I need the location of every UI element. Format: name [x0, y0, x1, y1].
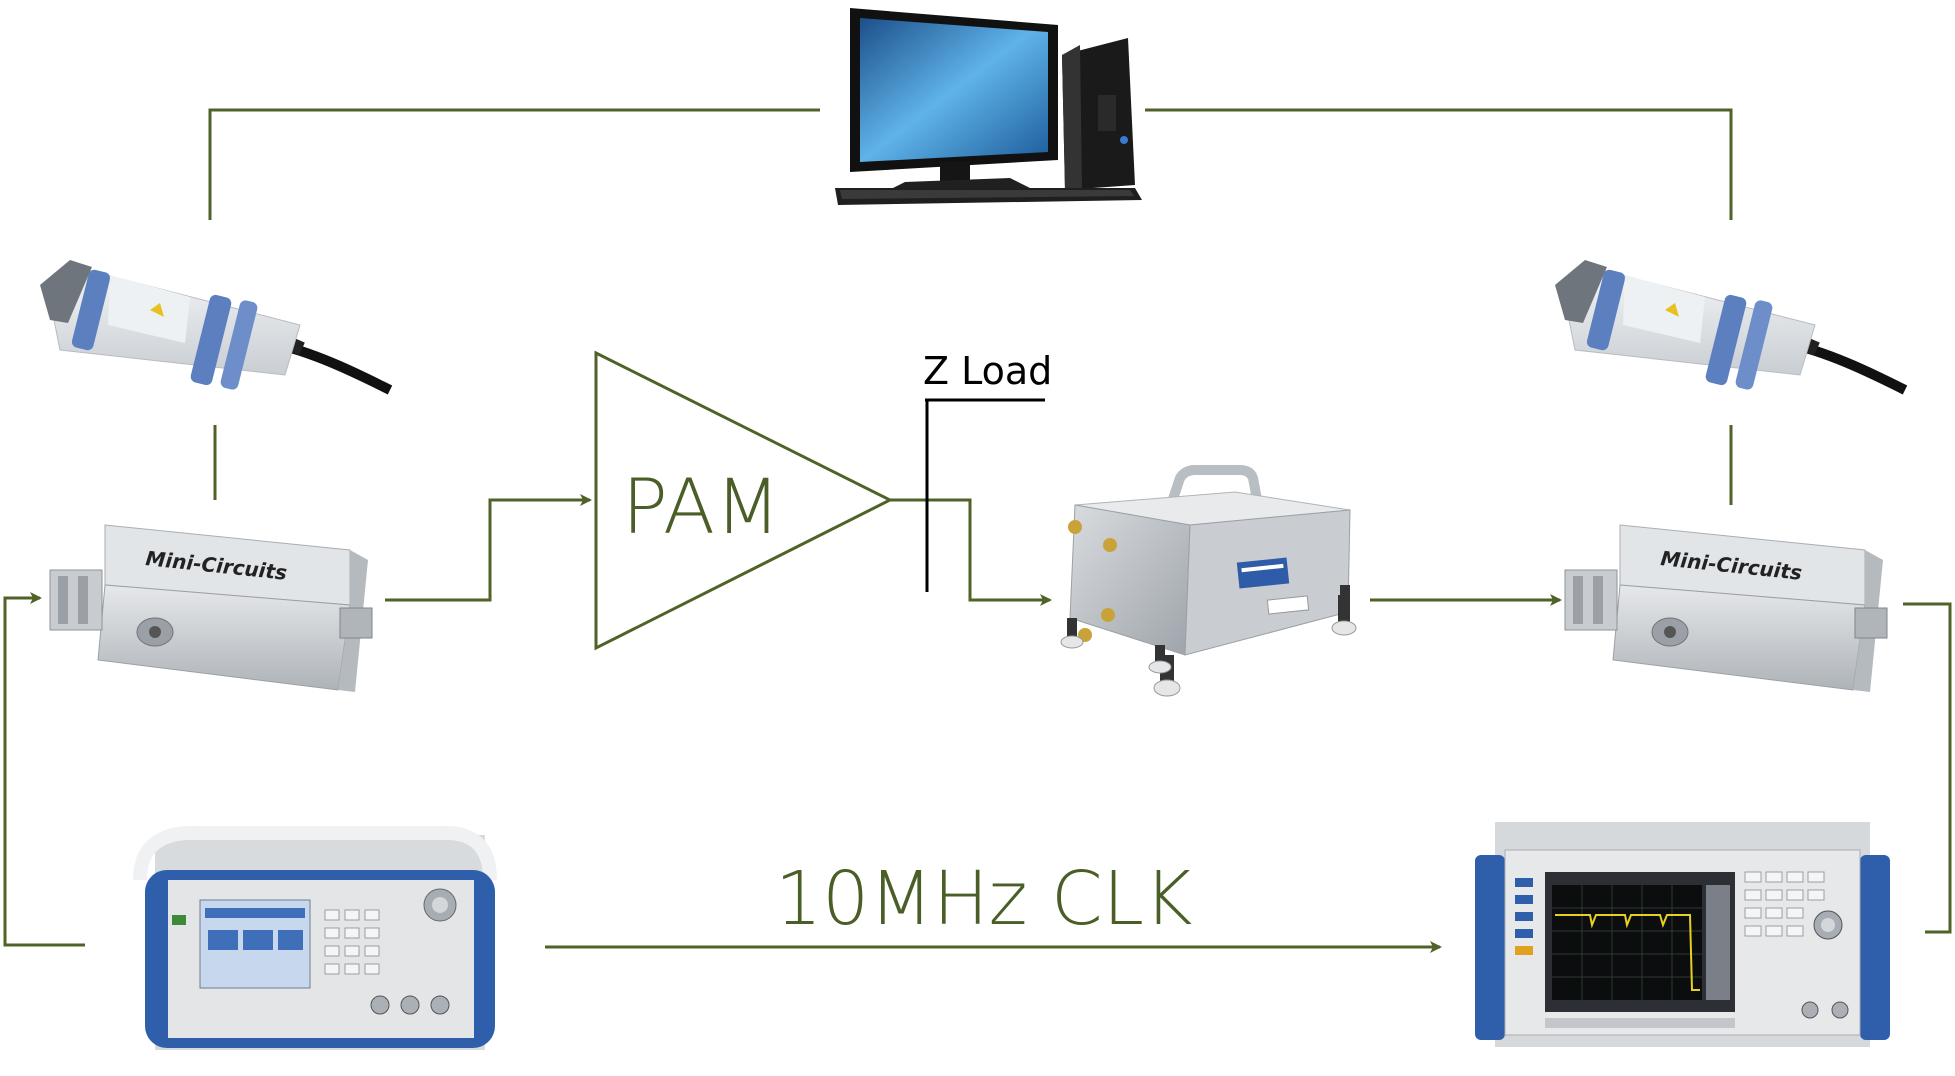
amplifier-triangle-icon: [594, 350, 894, 651]
load-tuner-icon: [1060, 465, 1357, 697]
wire-generator-to-left-coupler: [3, 592, 85, 947]
wires: [3, 108, 1952, 953]
wire-computer-to-left-sensor: [208, 108, 820, 220]
signal-generator: [133, 825, 497, 1050]
spectrum-analyzer-icon: [1475, 822, 1890, 1047]
wire-right-coupler-to-analyzer: [1903, 602, 1952, 934]
power-sensor-icon: [1555, 260, 1908, 395]
spectrum-analyzer: [1475, 822, 1890, 1047]
coupler-left: Mini-Circuits: [49, 524, 373, 692]
z-load-label: Z Load: [923, 349, 1052, 393]
directional-coupler-icon: Mini-Circuits: [49, 524, 373, 692]
wire-left-coupler-to-pam: [385, 494, 592, 602]
z-load-reference-plane: [925, 398, 1045, 592]
pam-label: PAM: [622, 462, 781, 551]
coupler-right: Mini-Circuits: [1564, 524, 1888, 692]
power-sensor-right: [1555, 260, 1908, 395]
wire-computer-to-right-sensor: [1145, 108, 1733, 220]
load-tuner: [1060, 465, 1357, 697]
desktop-computer-icon: [835, 8, 1142, 205]
power-sensor-icon: [40, 260, 393, 395]
directional-coupler-icon: Mini-Circuits: [1564, 524, 1888, 692]
clk-label: 10MHz CLK: [775, 856, 1192, 942]
wire-pam-to-load: [890, 498, 1052, 606]
signal-generator-icon: [133, 825, 497, 1050]
pam-amplifier: PAM: [594, 350, 894, 651]
power-sensor-left: [40, 260, 393, 395]
